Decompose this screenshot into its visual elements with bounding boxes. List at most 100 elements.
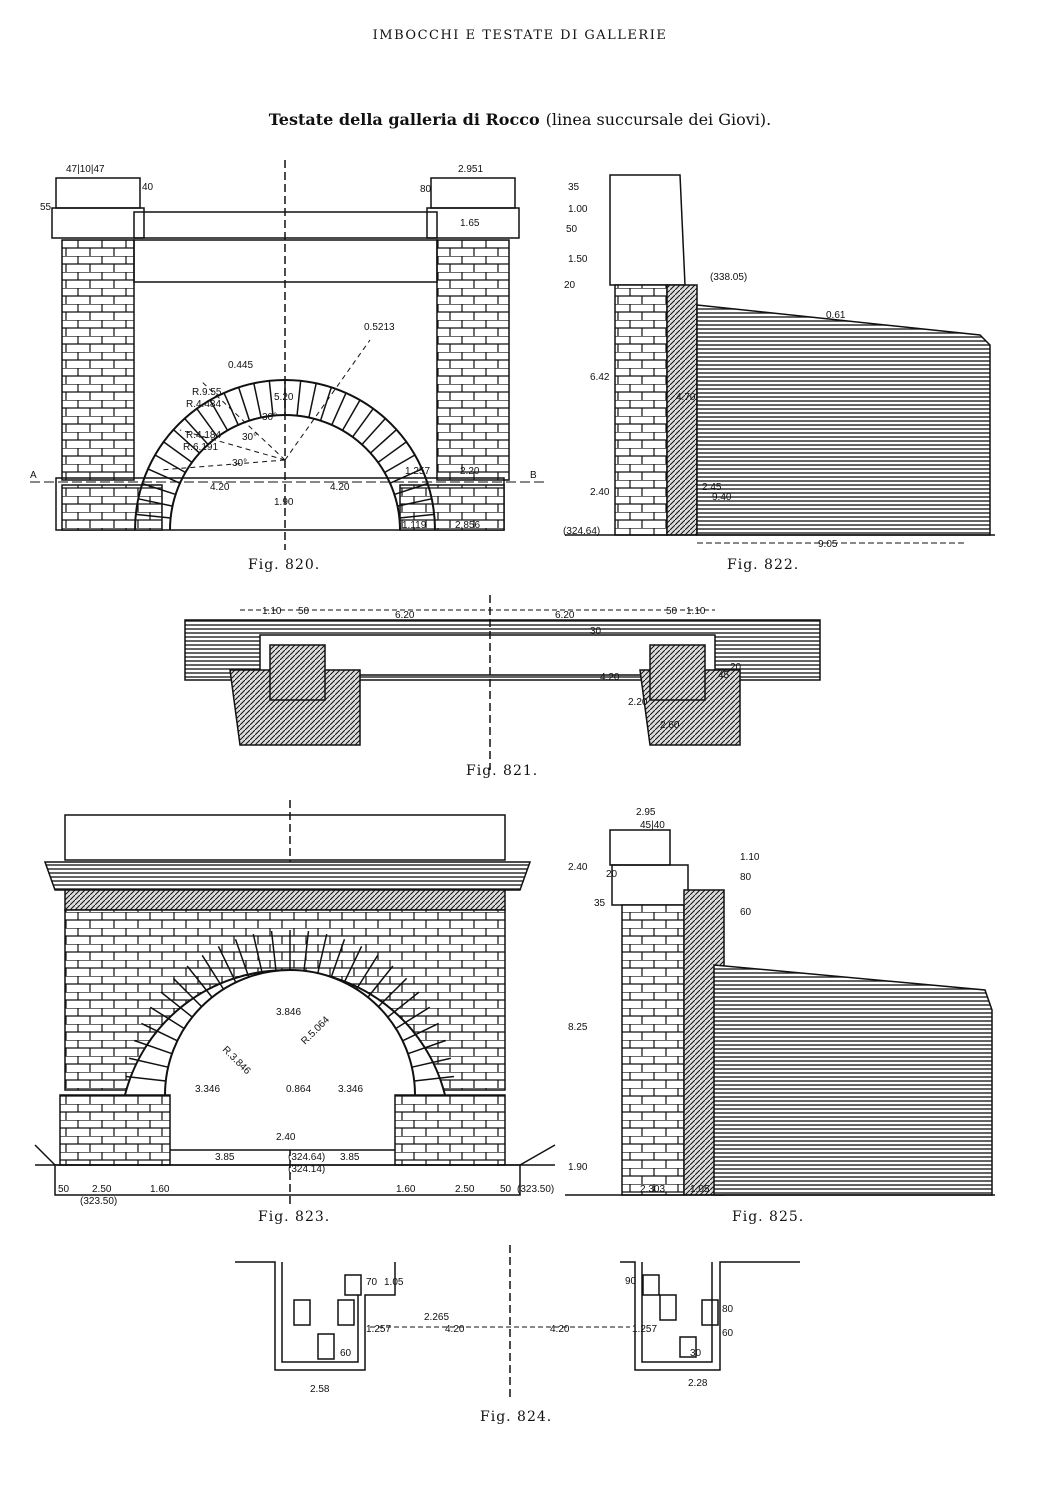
caption-fig-825: Fig. 825. (732, 1209, 805, 1225)
svg-text:R.4.184: R.4.184 (186, 430, 221, 441)
voussoir-joint (331, 392, 347, 426)
svg-text:1.00: 1.00 (568, 204, 588, 215)
fig-825-labels: 2.95 45|40 2.40 20 35 1.10 80 60 8.25 1.… (568, 807, 760, 1195)
svg-text:45|40: 45|40 (640, 820, 665, 831)
svg-text:6.42: 6.42 (590, 372, 610, 383)
svg-text:35: 35 (568, 182, 580, 193)
svg-text:2.951: 2.951 (458, 164, 483, 175)
voussoir-joint (361, 418, 386, 446)
voussoir-joint (253, 383, 262, 418)
svg-text:35: 35 (594, 898, 606, 909)
voussoir-joint (163, 441, 193, 464)
voussoir-joint (125, 1075, 166, 1082)
svg-text:50: 50 (500, 1184, 512, 1195)
svg-text:0.5213: 0.5213 (364, 322, 395, 333)
svg-text:(338.05): (338.05) (710, 272, 747, 283)
svg-text:3.85: 3.85 (340, 1152, 360, 1163)
voussoir-joint (343, 946, 363, 983)
voussoir-joint (154, 454, 186, 474)
svg-text:90: 90 (625, 1276, 637, 1287)
voussoir-joint (149, 1006, 185, 1030)
voussoir-joint (308, 383, 317, 418)
svg-text:(323.50): (323.50) (517, 1184, 554, 1195)
svg-text:50: 50 (566, 224, 578, 235)
svg-text:70: 70 (366, 1277, 378, 1288)
svg-text:1.90: 1.90 (568, 1162, 588, 1173)
svg-text:9.05: 9.05 (818, 539, 838, 550)
voussoir-joint (147, 468, 181, 484)
svg-text:1.60: 1.60 (396, 1184, 416, 1195)
svg-text:4.70: 4.70 (676, 392, 696, 403)
svg-text:80: 80 (420, 184, 432, 195)
svg-text:1.50: 1.50 (568, 254, 588, 265)
svg-text:1.90: 1.90 (274, 497, 294, 508)
svg-text:3.85: 3.85 (215, 1152, 235, 1163)
voussoir-joint (296, 380, 302, 416)
voussoir-joint (201, 954, 225, 990)
svg-text:0.864: 0.864 (286, 1084, 311, 1095)
svg-text:47|10|47: 47|10|47 (66, 164, 105, 175)
svg-text:(323.50): (323.50) (80, 1196, 117, 1207)
svg-text:R.9.55: R.9.55 (192, 387, 222, 398)
svg-text:50: 50 (666, 606, 678, 617)
svg-text:2.28: 2.28 (688, 1378, 708, 1389)
svg-text:60: 60 (340, 1348, 352, 1359)
svg-text:(324.64): (324.64) (563, 526, 600, 537)
voussoir-joint (414, 1075, 455, 1082)
svg-text:1.05: 1.05 (690, 1184, 710, 1195)
svg-text:0.445: 0.445 (228, 360, 253, 371)
svg-text:1.119: 1.119 (402, 520, 427, 531)
fig-825-section (565, 829, 995, 1196)
voussoir-joint (268, 380, 274, 416)
svg-text:30°: 30° (232, 458, 247, 469)
svg-text:30°: 30° (262, 412, 277, 423)
voussoir-joint (303, 930, 310, 971)
voussoir-joint (389, 468, 423, 484)
svg-text:1.60: 1.60 (150, 1184, 170, 1195)
voussoir-joint (128, 1057, 169, 1068)
svg-text:80: 80 (722, 1304, 734, 1315)
svg-text:R.6.191: R.6.191 (183, 442, 218, 453)
caption-fig-822: Fig. 822. (727, 557, 800, 573)
voussoir-joint (402, 1022, 439, 1042)
running-head: IMBOCCHI E TESTATE DI GALLERIE (372, 28, 668, 43)
fig-824-labels: 70 1.05 2.265 1.257 4.20 4.20 1.257 60 2… (310, 1276, 734, 1395)
caption-fig-820: Fig. 820. (248, 557, 321, 573)
fig-823-elevation (34, 800, 556, 1205)
fig-824-plan (235, 1245, 800, 1400)
svg-text:2.45: 2.45 (702, 482, 722, 493)
svg-text:4.20: 4.20 (210, 482, 230, 493)
voussoir-joint (407, 1039, 446, 1055)
svg-text:2.95: 2.95 (636, 807, 656, 818)
svg-text:2.50: 2.50 (92, 1184, 112, 1195)
svg-text:1.05: 1.05 (384, 1277, 404, 1288)
voussoir-joint (184, 418, 209, 446)
fig-822-labels: 35 1.00 50 1.50 20 (338.05) 6.42 4.70 2.… (563, 182, 846, 550)
svg-text:80: 80 (740, 872, 752, 883)
voussoir-joint (160, 991, 193, 1018)
voussoir-joint (399, 513, 435, 519)
svg-text:2.20: 2.20 (628, 697, 648, 708)
voussoir-joint (252, 933, 263, 974)
svg-text:2.20: 2.20 (460, 466, 480, 477)
voussoir-joint (395, 1006, 431, 1030)
svg-text:6.20: 6.20 (555, 610, 575, 621)
svg-text:5.20: 5.20 (274, 392, 294, 403)
svg-text:40: 40 (142, 182, 154, 193)
voussoir-joint (411, 1057, 452, 1068)
svg-text:20: 20 (730, 662, 742, 673)
svg-text:3.346: 3.346 (195, 1084, 220, 1095)
title-rest: (linea succursale dei Giovi). (545, 110, 772, 129)
svg-text:4.20: 4.20 (445, 1324, 465, 1335)
voussoir-joint (237, 387, 251, 421)
svg-text:1.65: 1.65 (460, 218, 480, 229)
voussoir-joint (384, 454, 416, 474)
svg-text:30°: 30° (242, 432, 257, 443)
svg-text:3.346: 3.346 (338, 1084, 363, 1095)
svg-text:3.846: 3.846 (276, 1007, 301, 1018)
fig-820-elevation (30, 160, 545, 550)
svg-text:30: 30 (690, 1348, 702, 1359)
voussoir-joint (355, 954, 379, 990)
voussoir-joint (209, 399, 229, 431)
